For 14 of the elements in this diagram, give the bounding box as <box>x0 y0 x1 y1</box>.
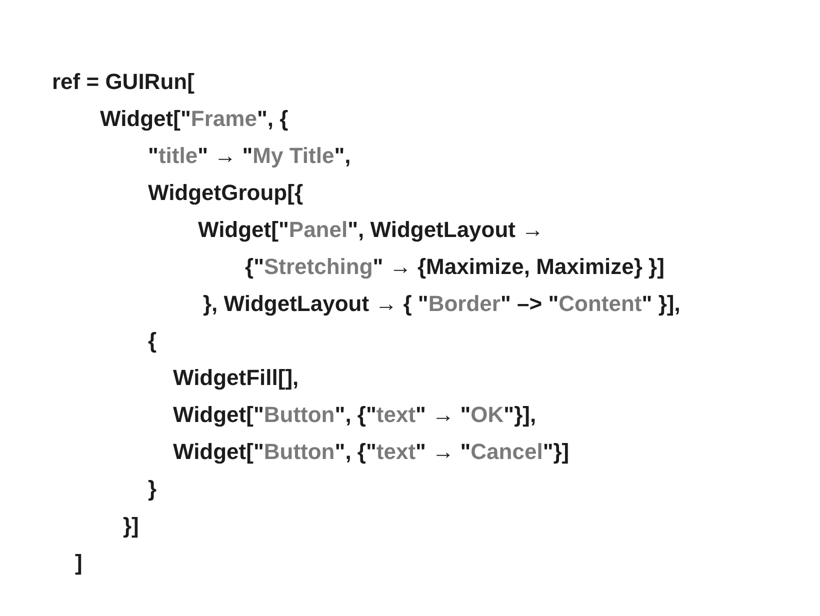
code-line: Widget["Button", {"text" → "Cancel"}] <box>173 438 570 466</box>
code-line: ] <box>75 549 82 577</box>
code-line: WidgetFill[], <box>173 364 299 392</box>
code-line: Widget["Frame", { <box>100 105 288 133</box>
code-line: ref = GUIRun[ <box>52 68 194 96</box>
code-line: WidgetGroup[{ <box>148 179 303 207</box>
code-line: { <box>148 327 157 355</box>
code-line: }, WidgetLayout → { "Border" –> "Content" }], <box>203 290 680 318</box>
code-line: }] <box>123 512 139 540</box>
code-line: "title" → "My Title", <box>148 142 351 170</box>
code-line: {"Stretching" → {Maximize, Maximize} }] <box>245 253 664 281</box>
code-line: } <box>148 475 157 503</box>
code-line: Widget["Button", {"text" → "OK"}], <box>173 401 536 429</box>
code-line: Widget["Panel", WidgetLayout → <box>198 216 544 244</box>
